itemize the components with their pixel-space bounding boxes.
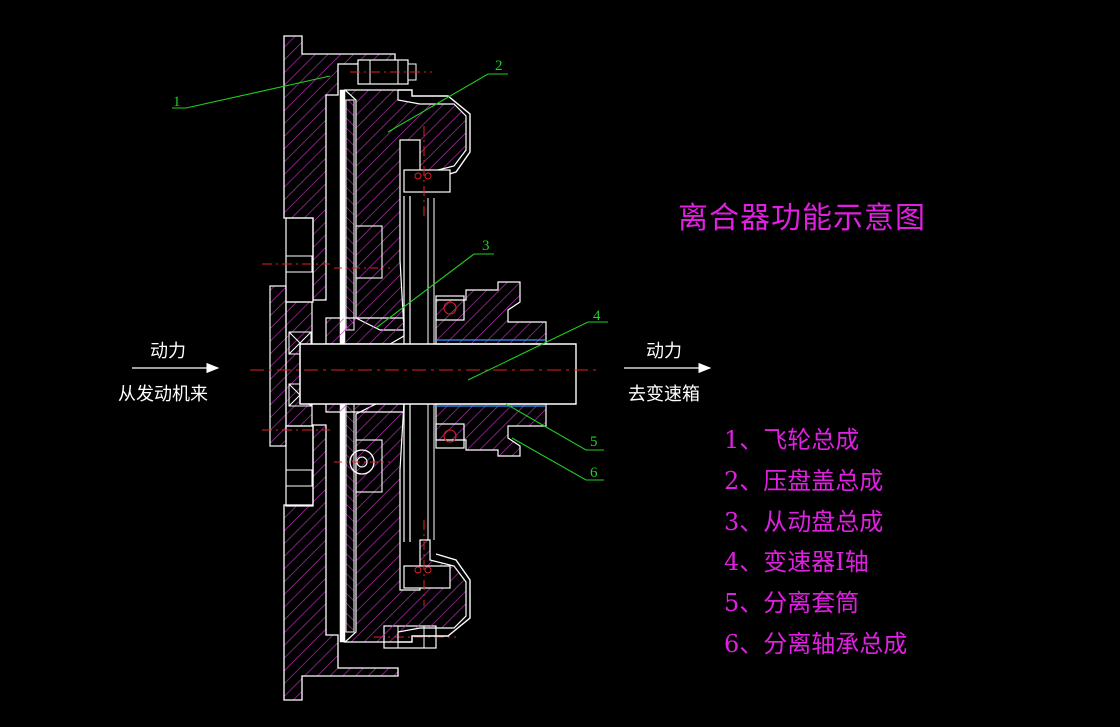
legend-item-6: 6、分离轴承总成 [724, 629, 908, 658]
input-flow-label: 动力 [150, 341, 186, 362]
leader-4 [467, 321, 608, 381]
release-sleeve-and-bearing [435, 281, 547, 457]
legend-item-4: 4、变速器I轴 [724, 548, 869, 577]
callout-3: 3 [482, 238, 490, 254]
leader-2 [387, 73, 508, 133]
legend-item-1: 1、飞轮总成 [724, 426, 860, 454]
legend-item-2: 2、压盘盖总成 [724, 466, 884, 495]
diagram-title: 离合器功能示意图 [678, 201, 926, 236]
transmission-input-shaft [250, 343, 596, 405]
parts-legend: 1、飞轮总成 2、压盘盖总成 3、从动盘总成 4、变速器I轴 5、分离套筒 6、… [724, 420, 907, 665]
callout-4: 4 [593, 308, 601, 324]
callout-5: 5 [590, 434, 598, 450]
callout-2: 2 [495, 58, 503, 74]
leader-6 [511, 437, 604, 481]
leader-5 [505, 403, 604, 451]
output-flow-destination: 去变速箱 [628, 384, 700, 405]
callout-6: 6 [590, 465, 598, 481]
legend-item-5: 5、分离套筒 [724, 589, 860, 618]
callout-numbers: 1 2 3 4 5 6 [173, 58, 601, 481]
callout-1: 1 [173, 94, 181, 110]
input-flow-source: 从发动机来 [118, 384, 208, 405]
callout-leaders [172, 73, 608, 481]
leader-1 [172, 75, 331, 109]
legend-item-3: 3、从动盘总成 [724, 507, 884, 536]
flywheel-assembly [262, 35, 399, 701]
output-flow-label: 动力 [646, 341, 682, 362]
leader-3 [375, 253, 494, 329]
